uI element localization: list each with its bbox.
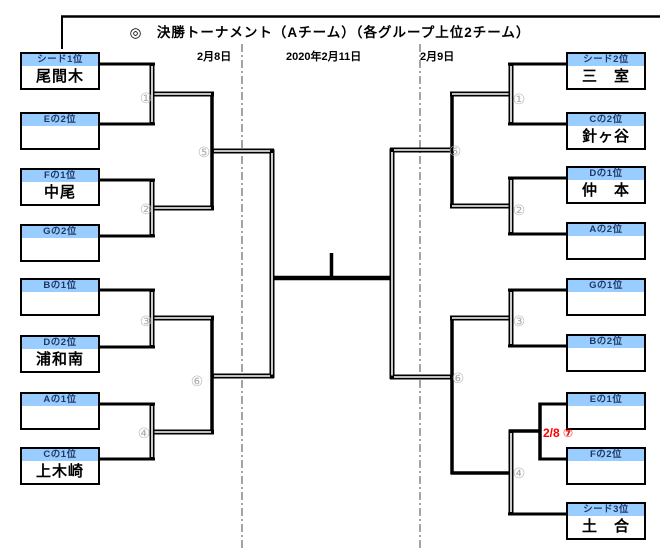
- team-name: 針ヶ谷: [581, 128, 630, 145]
- match-number-left-3: ③: [139, 313, 153, 329]
- day-divider-lines: [241, 44, 421, 548]
- team-name: [22, 406, 98, 428]
- rescheduled-match-note: 2/8 ⑦: [543, 426, 574, 440]
- team-box-e1: Eの1位: [566, 392, 646, 430]
- seed-label: Fの2位: [568, 449, 644, 461]
- match-number-right-4: ④: [512, 465, 526, 481]
- seed-label: Eの2位: [22, 114, 98, 126]
- team-name: [568, 292, 644, 314]
- date-final: 2020年2月11日: [286, 51, 362, 63]
- team-box-g1: Gの1位: [566, 278, 646, 316]
- team-box-a2: Aの2位: [566, 222, 646, 260]
- team-box-seed1: シード1位 尾間木: [20, 52, 100, 90]
- seed-label: Dの2位: [22, 337, 98, 349]
- seed-label: Dの1位: [568, 168, 644, 180]
- title-rule: [61, 15, 660, 49]
- double-lines-white: [151, 66, 512, 512]
- team-box-c1: Cの1位 上木崎: [20, 447, 100, 485]
- team-box-b2: Bの2位: [566, 334, 646, 372]
- team-name: 浦和南: [35, 351, 84, 368]
- team-box-d1: Dの1位 仲 本: [566, 166, 646, 204]
- match-number-right-6: ⑥: [451, 370, 465, 386]
- team-name: [568, 348, 644, 370]
- team-name: [568, 236, 644, 258]
- team-box-a1: Aの1位: [20, 392, 100, 430]
- team-name: [568, 406, 644, 428]
- team-box-e2: Eの2位: [20, 112, 100, 150]
- match-number-right-3: ③: [512, 313, 526, 329]
- seed-label: Bの1位: [22, 280, 98, 292]
- team-name: [22, 238, 98, 260]
- team-name: [22, 126, 98, 148]
- match-number-left-1: ①: [139, 90, 153, 106]
- match-number-right-2: ②: [512, 202, 526, 218]
- match-number-left-5: ⑤: [197, 144, 211, 160]
- match-number-left-4: ④: [137, 425, 151, 441]
- seed-label: Aの2位: [568, 224, 644, 236]
- team-box-f2: Fの2位: [566, 447, 646, 485]
- team-name: 三 室: [581, 68, 630, 85]
- date-left-block: 2月8日: [197, 51, 232, 63]
- team-name: 上木崎: [35, 463, 84, 480]
- seed-label: Bの2位: [568, 336, 644, 348]
- seed-label: シード1位: [22, 54, 98, 66]
- team-name: [22, 292, 98, 314]
- seed-label: シード3位: [568, 504, 644, 516]
- match-number-left-2: ②: [139, 201, 153, 217]
- team-name: 仲 本: [581, 182, 630, 199]
- box-connectors: [99, 62, 567, 516]
- page-title: ◎ 決勝トーナメント（Aチーム）（各グループ上位2チーム）: [129, 25, 531, 40]
- seed-label: Cの1位: [22, 449, 98, 461]
- double-lines-black: [149, 62, 514, 516]
- seed-label: Cの2位: [568, 114, 644, 126]
- seed-label: Gの2位: [22, 226, 98, 238]
- team-name: 尾間木: [35, 68, 84, 85]
- team-box-seed3: シード3位 土 合: [566, 502, 646, 540]
- date-right-block: 2月9日: [420, 51, 455, 63]
- match-number-right-5: ⑤: [448, 143, 462, 159]
- team-box-f1: Fの1位 中尾: [20, 168, 100, 206]
- seed-label: Fの1位: [22, 170, 98, 182]
- match-number-right-1: ①: [512, 91, 526, 107]
- team-box-g2: Gの2位: [20, 224, 100, 262]
- team-box-c2: Cの2位 針ヶ谷: [566, 112, 646, 150]
- seed-label: Eの1位: [568, 394, 644, 406]
- team-box-seed2: シード2位 三 室: [566, 52, 646, 90]
- team-box-b1: Bの1位: [20, 278, 100, 316]
- team-name: 土 合: [581, 518, 630, 535]
- team-box-d2: Dの2位 浦和南: [20, 335, 100, 373]
- seed-label: Aの1位: [22, 394, 98, 406]
- team-name: [568, 461, 644, 483]
- seed-label: シード2位: [568, 54, 644, 66]
- seed-label: Gの1位: [568, 280, 644, 292]
- match-number-left-6: ⑥: [190, 373, 204, 389]
- team-name: 中尾: [43, 184, 76, 201]
